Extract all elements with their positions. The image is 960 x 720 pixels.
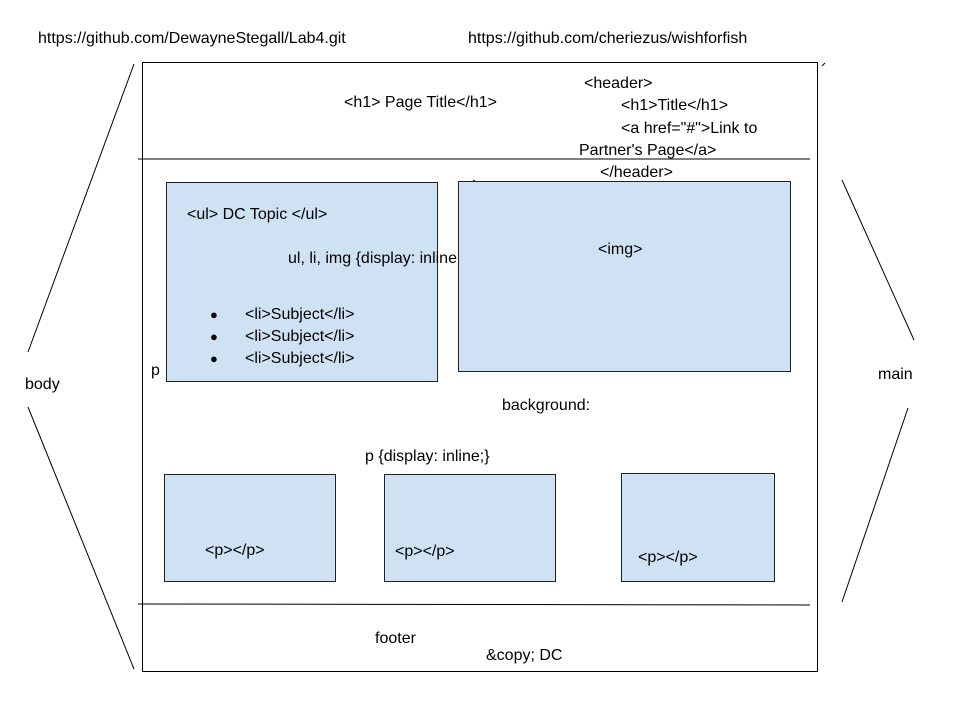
subject-list: <li>Subject</li> <li>Subject</li> <li>Su… <box>210 304 354 370</box>
topic-css-rule: ul, li, img {display: inline;} <box>288 250 467 267</box>
list-item: <li>Subject</li> <box>210 304 354 326</box>
body-label: body <box>25 376 60 393</box>
main-bracket-upper-line <box>841 179 915 341</box>
main-bracket-lower-line <box>841 407 909 603</box>
list-item: <li>Subject</li> <box>210 348 354 370</box>
page-frame <box>142 62 818 672</box>
header-code-close: </header> <box>600 164 673 181</box>
header-code-h1: <h1>Title</h1> <box>621 97 729 114</box>
body-bracket-lower-line <box>27 406 135 670</box>
paragraph-box-1 <box>164 474 336 582</box>
header-code-link-start: <a href="#">Link to <box>621 120 758 137</box>
footer-label: footer <box>375 630 416 647</box>
lab4-repo-link: https://github.com/DewayneStegall/Lab4.g… <box>38 30 346 47</box>
paragraph-box-3 <box>621 473 775 582</box>
image-box <box>458 181 791 372</box>
footer-divider-line <box>137 603 811 606</box>
topic-title-code: <ul> DC Topic </ul> <box>187 206 328 223</box>
image-box-label: <img> <box>598 241 643 258</box>
header-code-open: <header> <box>584 75 653 92</box>
paragraph-box-1-label: <p></p> <box>205 542 265 559</box>
paragraph-box-2 <box>384 474 556 582</box>
paragraph-box-2-label: <p></p> <box>395 543 455 560</box>
wishforfish-repo-link: https://github.com/cheriezus/wishforfish <box>468 30 748 47</box>
corner-tick <box>821 62 826 67</box>
background-label: background: <box>502 397 591 414</box>
paragraph-box-3-label: <p></p> <box>638 549 698 566</box>
paragraph-css-rule: p {display: inline;} <box>365 448 490 465</box>
header-code-link-end: Partner's Page</a> <box>579 142 717 159</box>
page-title-code: <h1> Page Title</h1> <box>344 94 498 111</box>
footer-copyright-code: &copy; DC <box>486 647 563 664</box>
main-label: main <box>878 366 913 383</box>
body-bracket-upper-line <box>27 63 135 353</box>
list-item: <li>Subject</li> <box>210 326 354 348</box>
p-label: p <box>151 362 160 379</box>
